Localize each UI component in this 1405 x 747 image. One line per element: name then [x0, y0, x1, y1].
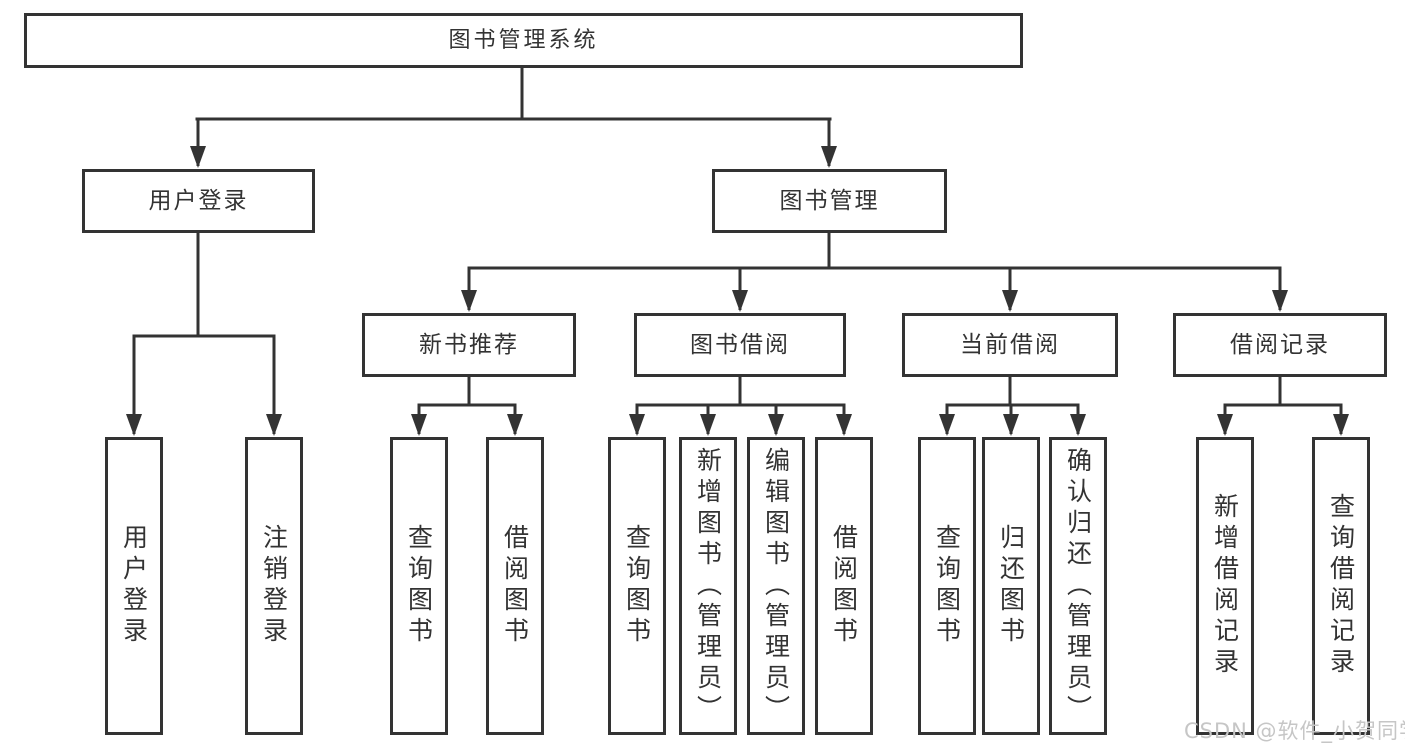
leaf-borrow-books-recommend: 借阅图书: [486, 437, 544, 735]
csdn-watermark: CSDN @软件_小贺同学: [1184, 719, 1405, 743]
leaf-add-books-admin: 新增图书（管理员）: [679, 437, 737, 735]
leaf-query-books-borrow: 查询图书: [608, 437, 666, 735]
node-book-management: 图书管理: [712, 169, 947, 233]
leaf-user-login: 用户登录: [105, 437, 163, 735]
node-book-borrowing: 图书借阅: [634, 313, 846, 377]
leaf-confirm-return-admin: 确认归还（管理员）: [1049, 437, 1107, 735]
leaf-add-borrow-record: 新增借阅记录: [1196, 437, 1254, 735]
connector-new-book-recommend: [411, 377, 523, 436]
leaf-borrow-books: 借阅图书: [815, 437, 873, 735]
node-root-system: 图书管理系统: [24, 13, 1023, 68]
leaf-logout: 注销登录: [245, 437, 303, 735]
connector-current-borrowing: [939, 377, 1086, 436]
leaf-query-books-recommend: 查询图书: [390, 437, 448, 735]
connector-root: [190, 68, 837, 168]
leaf-query-books-current: 查询图书: [918, 437, 976, 735]
leaf-query-borrow-record: 查询借阅记录: [1312, 437, 1370, 735]
node-new-book-recommend: 新书推荐: [362, 313, 576, 377]
leaf-edit-books-admin: 编辑图书（管理员）: [747, 437, 805, 735]
leaf-return-books: 归还图书: [982, 437, 1040, 735]
node-borrowing-records: 借阅记录: [1173, 313, 1387, 377]
node-current-borrowing: 当前借阅: [902, 313, 1118, 377]
connector-user-login: [126, 233, 282, 436]
connector-borrowing-records: [1217, 377, 1349, 436]
node-user-login: 用户登录: [82, 169, 315, 233]
connector-book-management: [461, 233, 1288, 312]
connector-book-borrowing: [629, 377, 852, 436]
